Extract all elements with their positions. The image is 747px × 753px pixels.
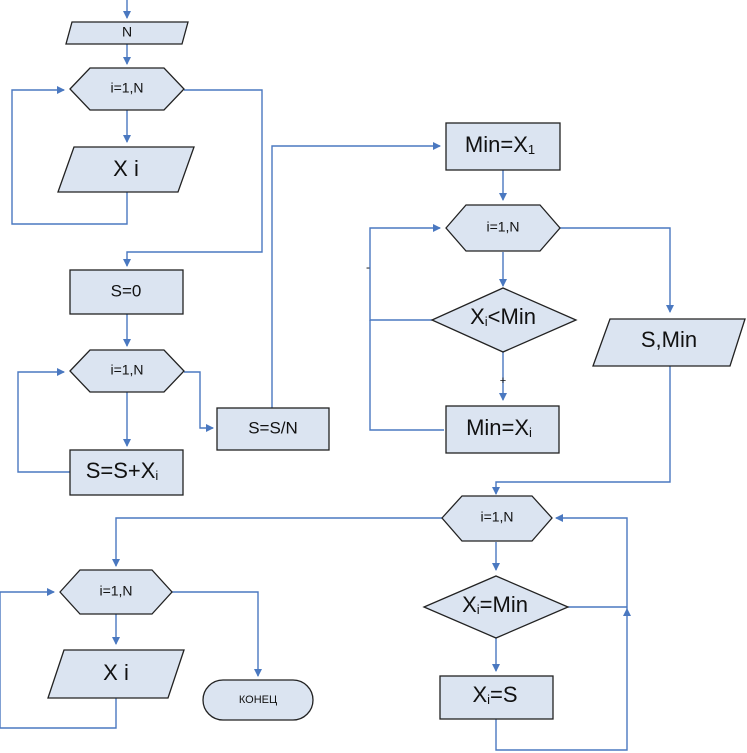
min-assign-back-edge (369, 320, 444, 431)
min-assign-label: Min=X (466, 415, 529, 440)
loop3-hexagon: i=1,N (445, 204, 561, 252)
terminator-end: КОНЕЦ (202, 679, 314, 721)
assign-back-edge (495, 608, 631, 751)
loop2-back-edge (17, 368, 70, 473)
svg-text:Xi<Min: Xi<Min (470, 304, 536, 330)
branch-plus-label: + (500, 375, 506, 387)
branch-minus-label: - (366, 260, 370, 274)
process-s-sum: S=S+Xi (69, 449, 184, 496)
decision-xi-less-min: Xi<Min (430, 287, 578, 353)
input-xi: X i (57, 146, 195, 193)
loop5-exit-arrow (172, 591, 262, 677)
end-label: КОНЕЦ (239, 694, 277, 706)
output-xi: X i (47, 649, 185, 699)
loop4-label: i=1,N (480, 509, 513, 525)
loop1-exit-arrow (123, 89, 263, 267)
s-sum-label: S=S+X (86, 458, 156, 483)
loop2-exit-arrow (184, 371, 214, 432)
s-div-label: S=S/N (248, 418, 298, 437)
loop1-label: i=1,N (110, 80, 143, 96)
process-assign-s: Xi=S (439, 675, 554, 720)
input-n: N (65, 21, 189, 45)
cond-eq-subscript: i (477, 602, 480, 617)
decision-xi-equals-min: Xi=Min (422, 575, 570, 639)
min-init-subscript: 1 (528, 142, 535, 157)
loop3-exit-arrow (560, 227, 674, 313)
cond-lt-var: X (470, 304, 485, 329)
loop1-back-edge (11, 86, 128, 225)
loop1-hexagon: i=1,N (69, 67, 185, 111)
loop4-exit-arrow (112, 517, 442, 567)
output-s-min-label: S,Min (641, 327, 697, 352)
loop2-hexagon: i=1,N (69, 349, 185, 393)
process-min-assign: Min=Xi (445, 405, 560, 454)
svg-text:Xi=Min: Xi=Min (462, 592, 528, 618)
svg-text:Min=Xi: Min=Xi (466, 415, 532, 441)
process-s-div: S=S/N (216, 407, 330, 451)
s-zero-label: S=0 (111, 281, 142, 300)
arrow-div-to-mininit (271, 142, 441, 408)
svg-text:Xi=S: Xi=S (472, 682, 517, 708)
min-assign-subscript: i (529, 425, 532, 440)
min-init-label: Min=X (465, 132, 528, 157)
cond-lt-subscript: i (485, 314, 488, 329)
cond-minus-branch (369, 224, 441, 321)
process-min-init: Min=X1 (445, 122, 561, 171)
cond-eq-rest: =Min (480, 592, 528, 617)
loop5-back-edge (0, 588, 117, 729)
input-xi-label: X i (113, 156, 139, 181)
output-s-min: S,Min (592, 318, 746, 367)
loop4-back-edge (555, 514, 628, 609)
loop5-label: i=1,N (99, 583, 132, 599)
input-n-label: N (122, 24, 132, 40)
connectors (0, 0, 674, 751)
loop3-label: i=1,N (486, 219, 519, 235)
output-xi-label: X i (103, 660, 129, 685)
loop4-hexagon: i=1,N (441, 495, 553, 542)
arrow-output-to-loop4 (492, 366, 671, 495)
svg-text:Min=X1: Min=X1 (465, 132, 535, 158)
process-s-zero: S=0 (69, 269, 184, 315)
s-sum-subscript: i (155, 468, 158, 483)
assign-s-subscript: i (487, 692, 490, 707)
loop2-label: i=1,N (110, 362, 143, 378)
cond-lt-rest: <Min (488, 304, 536, 329)
cond-eq-var: X (462, 592, 477, 617)
assign-s-rest: =S (490, 682, 518, 707)
svg-text:S=S+Xi: S=S+Xi (86, 458, 159, 484)
loop5-hexagon: i=1,N (59, 569, 173, 615)
assign-s-var: X (472, 682, 487, 707)
